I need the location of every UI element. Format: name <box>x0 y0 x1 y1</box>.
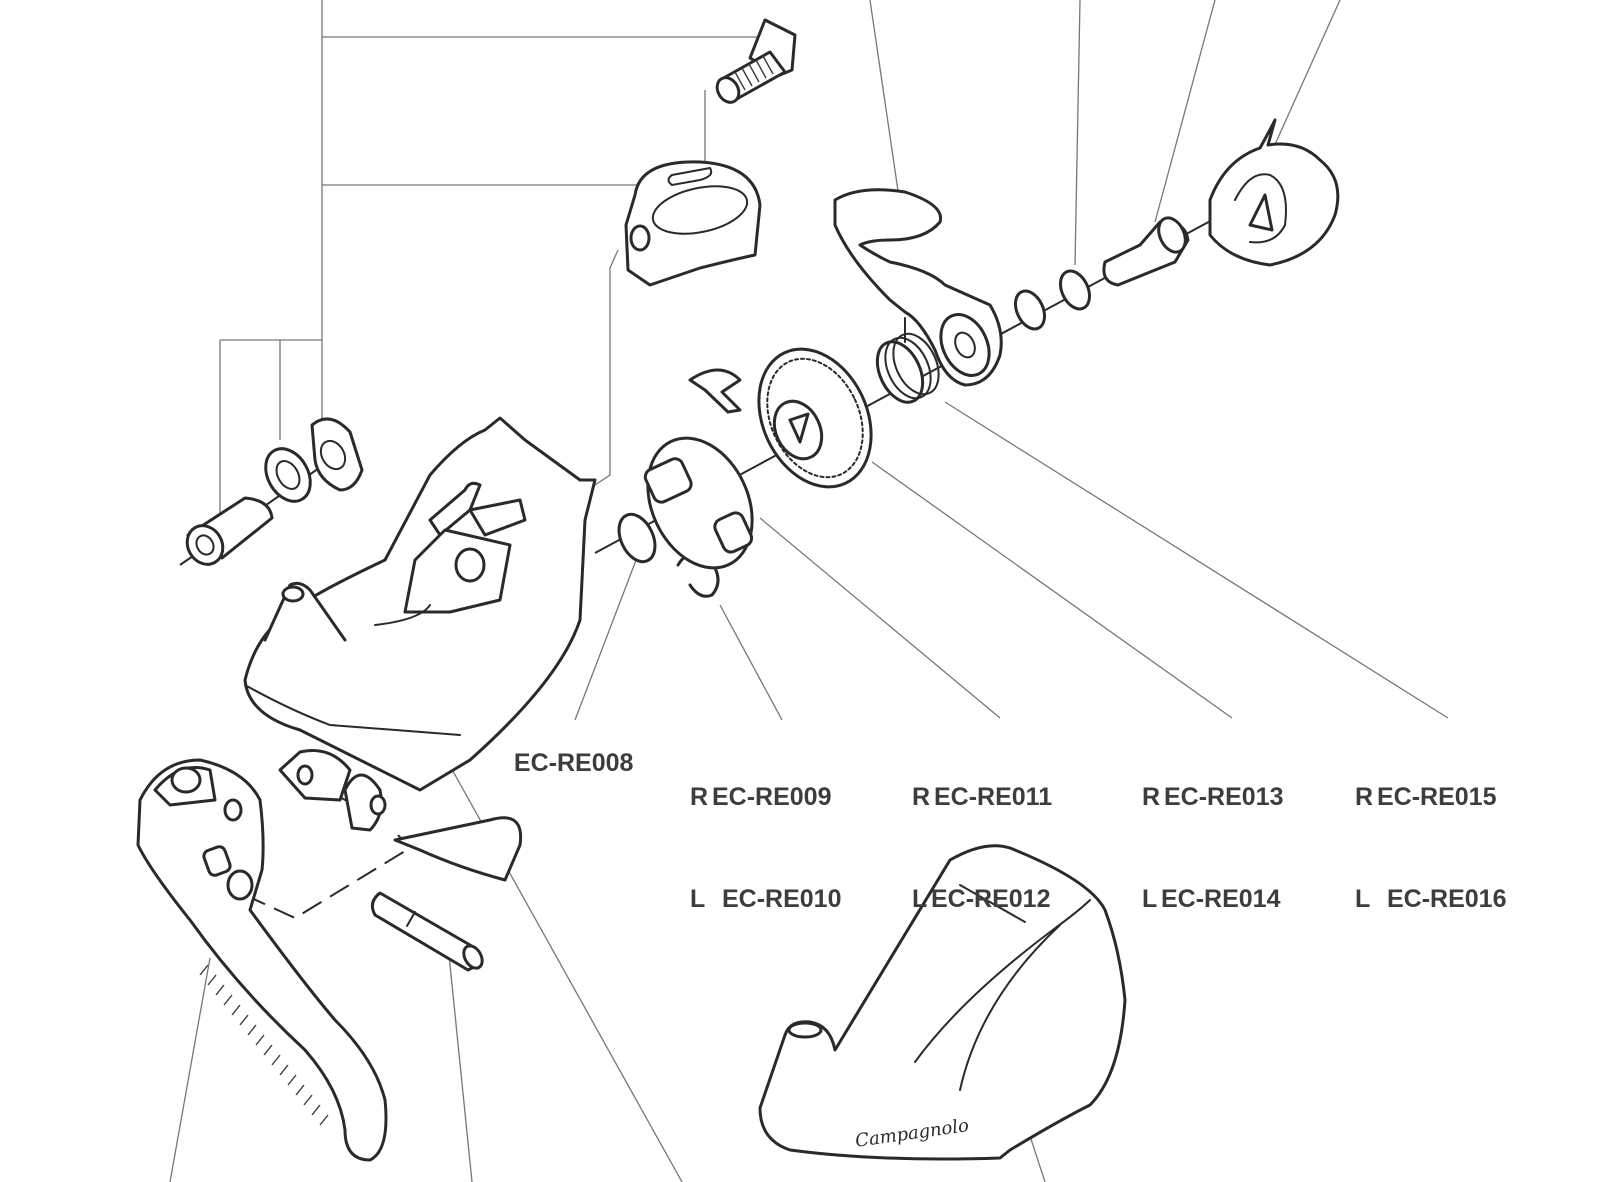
leader-bottom-body <box>429 729 683 1182</box>
side-indicator: R <box>1355 783 1374 811</box>
part-code: EC-RE013 <box>1164 783 1284 811</box>
leader-bottom-pin <box>447 944 473 1182</box>
lever-grip-hatching <box>199 964 329 1126</box>
shaft-bolt-part <box>1102 216 1190 287</box>
label-line-left: L EC-RE010 <box>690 882 842 916</box>
pawl-cage-ec-re009 <box>643 436 754 570</box>
leader-ec-re009 <box>719 604 783 721</box>
part-code: EC-RE014 <box>1161 885 1281 913</box>
leader-ec-re015 <box>944 401 1449 719</box>
clamp-band-part <box>624 160 762 287</box>
leader-top-2 <box>1074 0 1081 266</box>
side-indicator: L <box>1355 885 1371 913</box>
leader-bottom-lever <box>169 957 211 1182</box>
lever-body-part <box>243 416 597 882</box>
ring-ec-re008 <box>617 512 657 564</box>
pivot-pin-part <box>370 891 484 972</box>
rubber-hood-part: Campagnolo <box>758 844 1127 1161</box>
screw-thread <box>734 55 774 91</box>
washers-part <box>1013 269 1092 331</box>
index-gear-ec-re011 <box>757 347 873 489</box>
label-line-left: L EC-RE016 <box>1355 882 1507 916</box>
side-indicator: R <box>1142 783 1161 811</box>
part-code: EC-RE016 <box>1387 885 1507 913</box>
thumb-lever-ec-re015 <box>833 188 1003 387</box>
leader-top-3 <box>1154 0 1216 223</box>
cable-housing-part <box>1208 118 1340 267</box>
coil-spring-ec-re013 <box>875 317 940 404</box>
leader-top-4 <box>1267 0 1341 161</box>
leader-top-1 <box>869 0 903 219</box>
part-label-ec-re008: EC-RE008 <box>500 712 634 780</box>
leader-ec-re011 <box>759 517 1001 719</box>
side-indicator: L <box>1142 885 1158 913</box>
leader-clamp-body <box>594 249 619 486</box>
side-indicator: R <box>912 783 931 811</box>
screw-part <box>715 18 797 104</box>
part-code: EC-RE010 <box>722 885 842 913</box>
part-code: EC-RE008 <box>513 749 634 777</box>
leader-lines <box>169 0 1449 1182</box>
side-indicator: L <box>912 885 928 913</box>
part-code: EC-RE015 <box>1377 783 1497 811</box>
bushing-stack-part <box>185 417 364 566</box>
leader-ec-re013 <box>871 461 1233 719</box>
side-indicator: R <box>690 783 709 811</box>
part-code: EC-RE009 <box>712 783 832 811</box>
brake-lever-part <box>136 758 388 1162</box>
part-code: EC-RE011 <box>934 783 1053 811</box>
leader-ec-re008 <box>574 554 639 721</box>
side-indicator: L <box>690 885 706 913</box>
part-code: EC-RE012 <box>931 885 1051 913</box>
